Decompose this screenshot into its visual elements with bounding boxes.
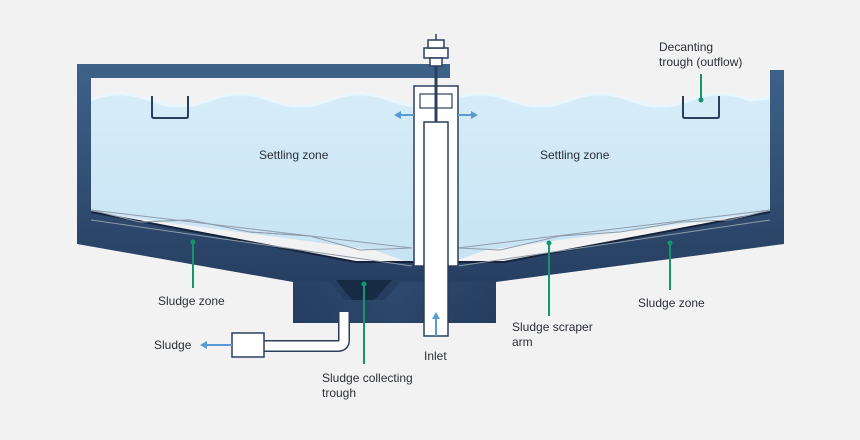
sludge-scraper-arm-right: [457, 209, 771, 267]
inlet-pipe: [423, 121, 449, 337]
decanting-trough-right: [682, 96, 720, 119]
label-sludge-collecting-trough-line2: trough: [322, 386, 357, 400]
label-decanting-trough-line1: Decanting: [659, 40, 714, 54]
label-inlet: Inlet: [424, 349, 447, 363]
tank-shell: [77, 64, 784, 323]
label-settling-zone-right: Settling zone: [540, 148, 610, 162]
outflow-arrow-left-icon: [394, 111, 414, 119]
sludge-scraper-arm-left: [90, 209, 413, 267]
label-settling-zone-left: Settling zone: [259, 148, 329, 162]
pointer-decanting-trough: [698, 74, 704, 103]
sludge-pump: [231, 332, 265, 358]
label-sludge-scraper-arm-line2: arm: [512, 335, 533, 349]
label-sludge-zone-right: Sludge zone: [638, 296, 705, 310]
sludge-outlet-pipe-inner: [264, 312, 349, 351]
label-sludge-zone-left: Sludge zone: [158, 294, 225, 308]
outflow-arrow-right-icon: [458, 111, 478, 119]
pointer-sludge-collecting-trough: [361, 281, 367, 364]
pointer-sludge-zone-left: [190, 239, 196, 288]
label-sludge-outlet: Sludge: [154, 338, 192, 352]
inlet-arrow-icon: [432, 312, 440, 336]
label-sludge-scraper-arm: Sludge scraper arm: [512, 320, 593, 350]
decanting-trough-left: [151, 96, 189, 119]
label-sludge-collecting-trough-line1: Sludge collecting: [322, 371, 413, 385]
pointer-sludge-scraper-arm: [546, 240, 552, 316]
label-sludge-scraper-arm-line1: Sludge scraper: [512, 320, 593, 334]
label-decanting-trough: Decanting trough (outflow): [659, 40, 742, 70]
pointer-sludge-zone-right: [667, 240, 673, 290]
drive-motor-icon: [423, 34, 449, 67]
sludge-out-arrow-icon: [200, 341, 232, 349]
label-decanting-trough-line2: trough (outflow): [659, 55, 743, 69]
flow-arrows: [200, 111, 478, 349]
callout-pointers: [190, 74, 704, 364]
label-sludge-collecting-trough: Sludge collecting trough: [322, 371, 413, 401]
